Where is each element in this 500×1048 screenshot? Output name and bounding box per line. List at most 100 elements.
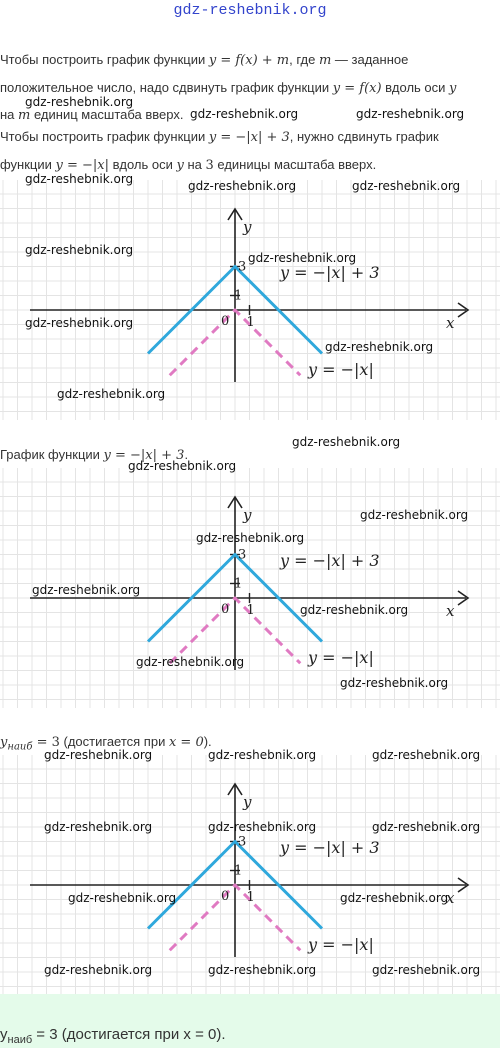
watermark: gdz-reshebnik.org	[292, 435, 401, 449]
text-span: Чтобы построить график функции	[0, 52, 209, 67]
text-span: ).	[216, 1026, 226, 1043]
text-span: — заданное	[331, 52, 409, 67]
watermark: gdz-reshebnik.org	[300, 603, 409, 617]
x-axis-arrow	[457, 302, 470, 318]
text-span: единицы масштаба вверх.	[213, 157, 377, 172]
x-axis-label: x	[446, 889, 455, 907]
function-label-base: y = −|x|	[307, 935, 374, 954]
watermark: gdz-reshebnik.org	[128, 459, 237, 473]
math-expr: y = f(x) + m	[208, 53, 290, 68]
math-sub: наиб	[7, 1034, 33, 1046]
function-label-shifted: y = −|x| + 3	[279, 263, 380, 282]
y-axis-arrow	[227, 782, 243, 796]
watermark: gdz-reshebnik.org	[196, 531, 305, 545]
text-line: функции y = −|x| вдоль оси y на 3 единиц…	[0, 157, 500, 173]
watermark: gdz-reshebnik.org	[68, 891, 177, 905]
x-tick-label: 1	[247, 603, 255, 618]
watermark: gdz-reshebnik.org	[208, 963, 317, 977]
text-span: на	[0, 107, 19, 122]
text-span: Чтобы построить график функции	[0, 129, 209, 144]
math-expr: y = f(x)	[332, 81, 382, 96]
y-tick-label: 1	[234, 864, 242, 879]
text-span: График функции	[0, 447, 104, 462]
math-expr: = 3	[32, 1026, 58, 1043]
watermark: gdz-reshebnik.org	[188, 179, 297, 193]
watermark: gdz-reshebnik.org	[32, 583, 141, 597]
series-line-shifted	[146, 840, 324, 930]
y-tick-label: 3	[238, 260, 246, 275]
watermark: gdz-reshebnik.org	[44, 963, 153, 977]
x-axis-label: x	[446, 314, 455, 332]
x-axis-arrow	[457, 590, 470, 606]
text-line: положительное число, надо сдвинуть графи…	[0, 80, 500, 96]
watermark: gdz-reshebnik.org	[325, 340, 434, 354]
text-span: ).	[203, 734, 212, 749]
watermark: gdz-reshebnik.org	[340, 676, 449, 690]
math-expr: x = 0	[168, 735, 204, 750]
math-expr: y = −|x|	[55, 158, 110, 173]
text-line: График функции y = −|x| + 3.	[0, 447, 500, 463]
watermark: gdz-reshebnik.org	[248, 251, 357, 265]
y-axis-label: y	[242, 793, 252, 811]
y-axis-arrow	[227, 495, 243, 509]
watermark: gdz-reshebnik.org	[372, 748, 481, 762]
watermark: gdz-reshebnik.org	[208, 748, 317, 762]
y-tick-label: 1	[234, 289, 242, 304]
watermark: gdz-reshebnik.org	[340, 891, 449, 905]
math-expr: x = 0	[183, 1026, 217, 1043]
y-tick-label: 3	[238, 835, 246, 850]
x-axis-label: x	[446, 602, 455, 620]
function-label-base: y = −|x|	[307, 648, 374, 667]
x-tick-label: 1	[247, 315, 255, 330]
x-tick-label: 1	[247, 890, 255, 905]
watermark: gdz-reshebnik.org	[25, 95, 134, 109]
y-tick-label: 3	[238, 548, 246, 563]
series-line-shifted	[146, 553, 324, 643]
math-expr: m	[18, 108, 31, 123]
watermark: gdz-reshebnik.org	[136, 655, 245, 669]
math-expr: y = −|x| + 3	[103, 448, 185, 463]
math-expr: y	[176, 158, 184, 173]
text-span: .	[184, 447, 189, 462]
watermark: gdz-reshebnik.org	[25, 172, 134, 186]
function-label-base: y = −|x|	[307, 360, 374, 379]
y-axis-label: y	[242, 506, 252, 524]
site-link[interactable]: gdz-reshebnik.org	[173, 2, 327, 19]
text-span: вдоль оси	[381, 80, 450, 95]
watermark: gdz-reshebnik.org	[360, 508, 469, 522]
math-expr: y	[0, 735, 8, 750]
series-line-base	[168, 596, 302, 665]
text-line: на m единиц масштаба вверх.	[0, 107, 500, 123]
math-expr: = 3	[32, 735, 60, 750]
answer-line: yнаиб = 3 (достигается при x = 0).	[0, 1026, 226, 1046]
text-span: (достигается при	[59, 734, 169, 749]
series-line-base	[168, 308, 302, 377]
text-span: , где	[289, 52, 319, 67]
series-line-shifted	[146, 265, 324, 355]
watermark: gdz-reshebnik.org	[25, 243, 134, 257]
text-span: функции	[0, 157, 56, 172]
math-expr: y	[0, 1026, 8, 1043]
x-axis-arrow	[457, 877, 470, 893]
watermark: gdz-reshebnik.org	[25, 316, 134, 330]
watermark: gdz-reshebnik.org	[208, 820, 317, 834]
watermark: gdz-reshebnik.org	[372, 820, 481, 834]
origin-label: 0	[221, 602, 229, 617]
watermark: gdz-reshebnik.org	[57, 387, 166, 401]
watermark: gdz-reshebnik.org	[44, 748, 153, 762]
text-span: положительное число, надо сдвинуть графи…	[0, 80, 333, 95]
text-span: , нужно сдвинуть график	[289, 129, 439, 144]
watermark: gdz-reshebnik.org	[352, 179, 461, 193]
text-span: единиц масштаба вверх.	[30, 107, 184, 122]
math-expr: m	[318, 53, 332, 68]
origin-label: 0	[221, 314, 229, 329]
y-axis-label: y	[242, 218, 252, 236]
watermark: gdz-reshebnik.org	[190, 107, 299, 121]
text-line: Чтобы построить график функции y = −|x| …	[0, 129, 500, 145]
